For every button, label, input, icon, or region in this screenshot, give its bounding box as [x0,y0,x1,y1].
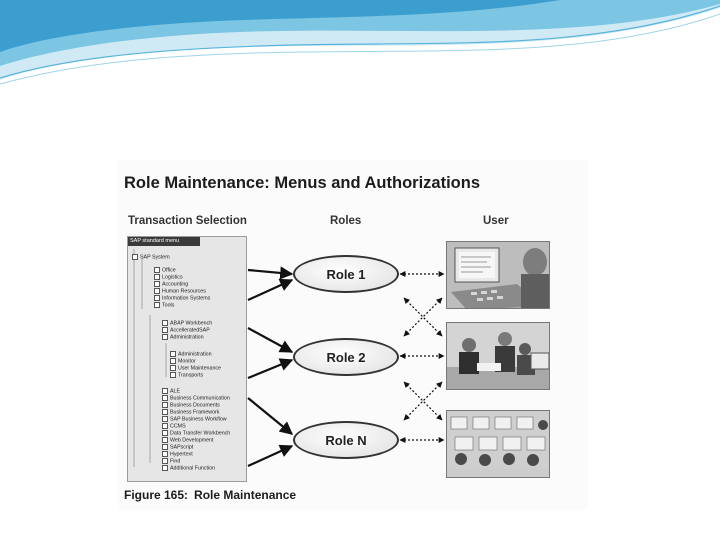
slide-header-swoosh [0,0,720,85]
tree-row[interactable]: Transports [170,372,203,379]
figure-caption-text: Role Maintenance [194,488,297,502]
tree-row[interactable]: Human Resources [154,288,206,295]
tree-row[interactable]: Accounting [154,281,188,288]
role-2-node: Role 2 [293,338,399,376]
tree-row[interactable]: Additional Function [162,465,215,472]
tree-row[interactable]: Business Framework [162,409,219,416]
figure-title: Role Maintenance: Menus and Authorizatio… [124,174,480,192]
tree-header: SAP standard menu [128,237,200,246]
role-1-node: Role 1 [293,255,399,293]
tree-guide-lines [133,249,167,467]
tree-row[interactable]: Administration [162,334,204,341]
tree-row[interactable]: Find [162,458,180,465]
dotted-cross-link [403,381,443,421]
tree-row[interactable]: Logistics [154,274,183,281]
user-photo-team-meeting [446,322,550,390]
column-header-user: User [483,215,509,227]
tree-row[interactable]: Office [154,267,176,274]
tree-row[interactable]: Tools [154,302,174,309]
arrow-tree-to-role-2 [247,358,294,380]
arrow-tree-to-role-n [247,444,294,468]
tree-row[interactable]: SAP System [132,254,170,261]
tree-row[interactable]: ALE [162,388,180,395]
tree-row[interactable]: ABAP Workbench [162,320,212,327]
figure-caption-number: Figure 165: [124,488,189,502]
column-header-roles: Roles [330,215,362,227]
tree-row[interactable]: Administration [170,351,212,358]
tree-row[interactable]: AccelleratedSAP [162,327,210,334]
tree-row[interactable]: User Maintenance [170,365,221,372]
arrow-tree-to-role-1 [247,266,294,280]
tree-row[interactable]: Monitor [170,358,196,365]
arrow-tree-to-role-1 [247,278,294,302]
dotted-cross-link [403,297,443,337]
tree-row[interactable]: Data Transfer Workbench [162,430,230,437]
user-photo-computer-keyboard [446,241,550,309]
tree-row[interactable]: Business Documents [162,402,220,409]
figure-caption: Figure 165: Role Maintenance [124,488,296,502]
column-header-transaction-selection: Transaction Selection [128,215,247,227]
role-n-node: Role N [293,421,399,459]
tree-row[interactable]: SAPscript [162,444,193,451]
arrow-tree-to-role-n [247,397,294,435]
tree-row[interactable]: Hypertext [162,451,193,458]
tree-row[interactable]: SAP Business Workflow [162,416,227,423]
user-photo-training-room [446,410,550,478]
tree-row[interactable]: Web Development [162,437,213,444]
sap-menu-tree: SAP standard menu SAP System Office Logi… [127,236,247,482]
tree-row[interactable]: Information Systems [154,295,210,302]
tree-row[interactable]: CCMS [162,423,186,430]
tree-row[interactable]: Business Communication [162,395,230,402]
arrow-tree-to-role-2 [247,327,294,353]
